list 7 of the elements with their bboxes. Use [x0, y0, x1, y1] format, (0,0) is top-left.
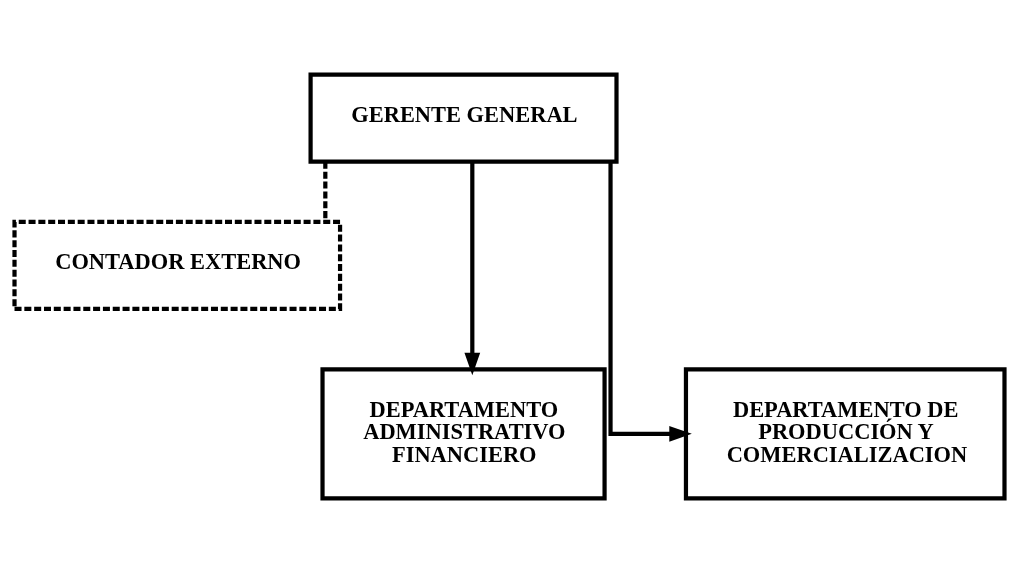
node-box: DEPARTAMENTO DE PRODUCCIÓN Y COMERCIALIZACION [683, 367, 1007, 501]
arrow [608, 162, 692, 442]
node-box: DEPARTAMENTO ADMINISTRATIVO FINANCIERO [320, 367, 607, 501]
arrow [464, 162, 481, 376]
node-box: CONTADOR EXTERNO [12, 219, 343, 312]
connector [323, 161, 328, 222]
node-box: GERENTE GENERAL [308, 72, 619, 164]
